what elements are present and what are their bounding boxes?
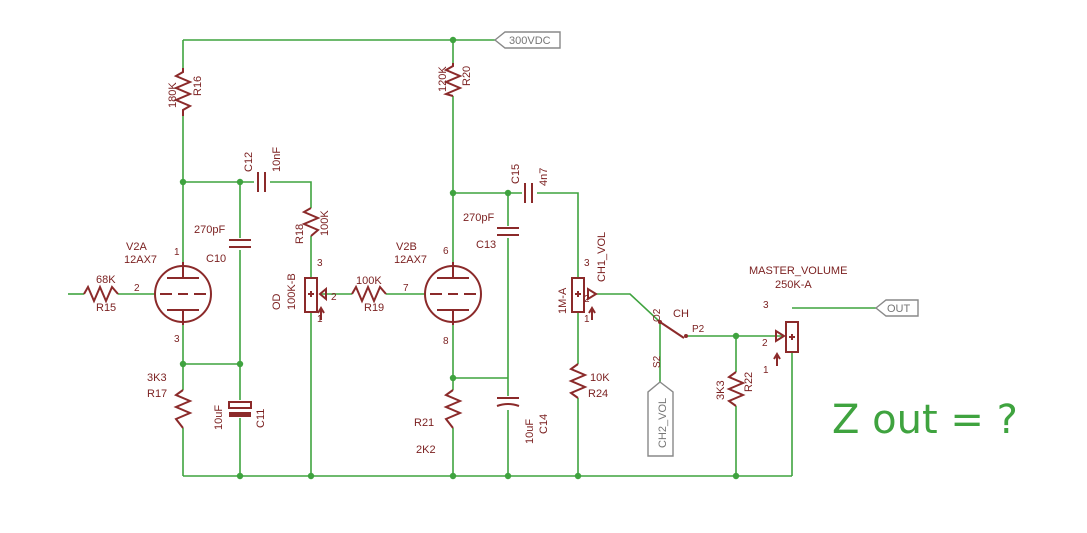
svg-text:V2A: V2A	[126, 241, 147, 253]
svg-text:1: 1	[763, 365, 769, 376]
svg-text:R24: R24	[588, 388, 608, 400]
wires	[68, 39, 876, 477]
resistor-r24: 10K R24	[568, 363, 610, 400]
svg-text:R16: R16	[192, 76, 204, 96]
svg-text:3K3: 3K3	[715, 380, 727, 400]
svg-text:250K-A: 250K-A	[775, 279, 812, 291]
svg-text:3K3: 3K3	[147, 372, 167, 384]
tube-v2a: V2A 12AX7 1 2 3	[124, 241, 212, 345]
svg-text:C15: C15	[510, 164, 522, 184]
svg-text:12AX7: 12AX7	[394, 254, 427, 266]
svg-text:3: 3	[584, 258, 590, 269]
svg-text:CH: CH	[673, 308, 689, 320]
zout-annotation: Z out = ?	[832, 397, 1018, 443]
svg-text:100K: 100K	[319, 210, 331, 236]
capacitor-c15: C15 4n7	[510, 164, 550, 203]
capacitor-c10: 270pF C10	[194, 224, 251, 265]
junctions	[179, 36, 740, 480]
svg-text:270pF: 270pF	[194, 224, 225, 236]
svg-text:S2: S2	[652, 355, 663, 368]
svg-text:100K-B: 100K-B	[286, 273, 298, 310]
svg-text:68K: 68K	[96, 274, 116, 286]
resistor-r22: 3K3 R22	[715, 371, 755, 407]
svg-text:OUT: OUT	[887, 303, 911, 315]
svg-text:1: 1	[584, 314, 590, 325]
resistor-r17: 3K3 R17	[147, 372, 193, 429]
svg-text:10uF: 10uF	[213, 405, 225, 430]
svg-text:R17: R17	[147, 388, 167, 400]
svg-text:3: 3	[174, 334, 180, 345]
capacitor-c12: C12 10nF	[243, 147, 283, 192]
svg-text:CH1_VOL: CH1_VOL	[596, 232, 608, 282]
svg-text:10K: 10K	[590, 372, 610, 384]
svg-text:C14: C14	[538, 414, 550, 434]
svg-text:1: 1	[317, 314, 323, 325]
svg-text:C10: C10	[206, 253, 226, 265]
svg-text:OD: OD	[271, 293, 283, 310]
svg-text:7: 7	[403, 283, 409, 294]
svg-text:300VDC: 300VDC	[509, 35, 551, 47]
svg-text:O2: O2	[652, 308, 663, 322]
svg-text:2: 2	[584, 294, 590, 305]
resistor-r15: 68K R15	[83, 274, 119, 314]
svg-text:270pF: 270pF	[463, 212, 494, 224]
tube-v2b: V2B 12AX7 6 7 8	[394, 241, 482, 347]
resistor-r21: R21 2K2	[414, 389, 463, 456]
svg-text:2: 2	[331, 292, 337, 303]
svg-text:12AX7: 12AX7	[124, 254, 157, 266]
svg-text:R15: R15	[96, 302, 116, 314]
svg-text:2: 2	[134, 283, 140, 294]
svg-text:P2: P2	[692, 324, 705, 335]
svg-text:3: 3	[763, 300, 769, 311]
svg-text:V2B: V2B	[396, 241, 417, 253]
resistor-r19: 100K R19	[351, 275, 387, 314]
capacitor-c11: 10uF C11	[213, 401, 267, 430]
svg-text:6: 6	[443, 246, 449, 257]
svg-text:120K: 120K	[437, 66, 449, 92]
svg-text:R21: R21	[414, 417, 434, 429]
svg-text:R18: R18	[294, 224, 306, 244]
out-port: OUT	[874, 299, 919, 317]
svg-text:3: 3	[317, 258, 323, 269]
svg-text:1: 1	[174, 247, 180, 258]
svg-text:MASTER_VOLUME: MASTER_VOLUME	[749, 265, 847, 277]
svg-text:10nF: 10nF	[271, 147, 283, 172]
svg-text:100K: 100K	[356, 275, 382, 287]
resistor-r20: 120K R20	[437, 63, 473, 97]
pot-od: OD 100K-B 3 2 1	[271, 258, 337, 325]
pot-ch1-vol: 1M-A CH1_VOL 3 2 1	[557, 232, 608, 325]
svg-text:2: 2	[762, 338, 768, 349]
capacitor-c14: 10uF C14	[496, 397, 550, 444]
resistor-r18: R18 100K	[294, 207, 331, 244]
pot-master-volume: MASTER_VOLUME 250K-A 3 2 1	[749, 265, 847, 376]
svg-text:CH2_VOL: CH2_VOL	[657, 398, 669, 448]
svg-text:R19: R19	[364, 302, 384, 314]
svg-text:R22: R22	[743, 372, 755, 392]
svg-text:8: 8	[443, 336, 449, 347]
svg-text:1M-A: 1M-A	[557, 287, 569, 314]
svg-text:C13: C13	[476, 239, 496, 251]
svg-text:C12: C12	[243, 152, 255, 172]
resistor-r16: 180K R16	[167, 68, 204, 116]
supply-port: 300VDC	[493, 31, 561, 49]
switch-ch: CH O2 P2 S2	[652, 308, 705, 368]
svg-text:C11: C11	[255, 409, 267, 428]
svg-text:180K: 180K	[167, 82, 179, 108]
svg-text:2K2: 2K2	[416, 444, 436, 456]
svg-text:4n7: 4n7	[538, 168, 550, 186]
ch2-vol-port: CH2_VOL	[647, 381, 674, 457]
capacitor-c13: 270pF C13	[463, 212, 519, 251]
svg-text:R20: R20	[461, 66, 473, 86]
svg-text:10uF: 10uF	[524, 419, 536, 444]
